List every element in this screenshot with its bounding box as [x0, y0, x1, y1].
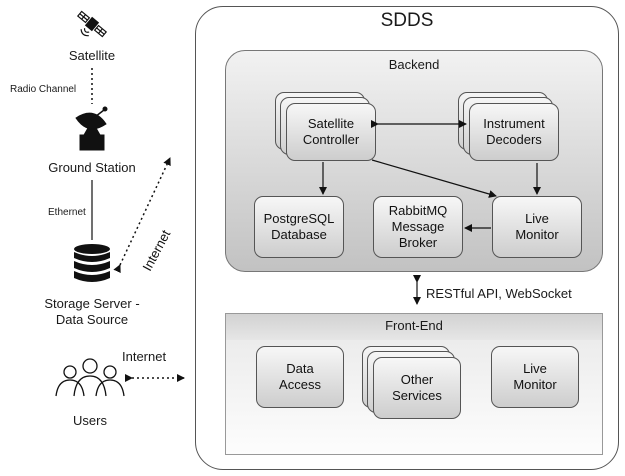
ground-station-label: Ground Station: [48, 160, 136, 175]
satellite-controller-label-2: Controller: [302, 132, 360, 147]
api-label: RESTful API, WebSocket: [426, 286, 572, 301]
frontend-title: Front-End: [385, 318, 443, 333]
instrument-decoders-label-2: Decoders: [486, 132, 542, 147]
storage-server-label-2: Data Source: [55, 312, 129, 327]
backend-title: Backend: [388, 57, 440, 72]
rabbitmq-label-3: Broker: [398, 235, 438, 250]
rabbitmq-label-1: RabbitMQ: [388, 203, 448, 218]
arrow-controller-livemonitor: [371, 159, 497, 198]
radio-channel-label: Radio Channel: [10, 84, 77, 95]
satellite-icon: [76, 10, 108, 38]
frontend-live-monitor-label-2: Monitor: [513, 377, 557, 392]
sdds-container: [195, 6, 619, 470]
instrument-decoders-label-1: Instrument: [483, 116, 545, 131]
backend-live-monitor-label-1: Live: [525, 211, 549, 226]
storage-server-icon: [74, 244, 110, 282]
frontend-header-band: [226, 314, 602, 340]
ethernet-label: Ethernet: [48, 207, 86, 218]
rabbitmq-label-2: Message: [391, 219, 445, 234]
data-access-label-1: Data: [286, 361, 314, 376]
users-label: Users: [73, 413, 107, 428]
other-services-label-2: Services: [392, 388, 442, 403]
satellite-controller-label-1: Satellite: [307, 116, 355, 131]
satellite-label: Satellite: [68, 48, 116, 63]
data-access-label-2: Access: [279, 377, 321, 392]
other-services-label-1: Other: [400, 372, 434, 387]
ground-station-icon: [75, 106, 108, 151]
postgresql-label-1: PostgreSQL: [263, 211, 335, 226]
sdds-title: SDDS: [380, 10, 434, 31]
users-icon: [55, 358, 125, 397]
internet-diagonal-label: Internet: [139, 227, 173, 273]
backend-live-monitor-label-2: Monitor: [515, 227, 559, 242]
postgresql-label-2: Database: [271, 227, 327, 242]
users-internet-label: Internet: [122, 349, 167, 364]
frontend-live-monitor-label-1: Live: [523, 361, 547, 376]
storage-server-label-1: Storage Server -: [44, 296, 140, 311]
